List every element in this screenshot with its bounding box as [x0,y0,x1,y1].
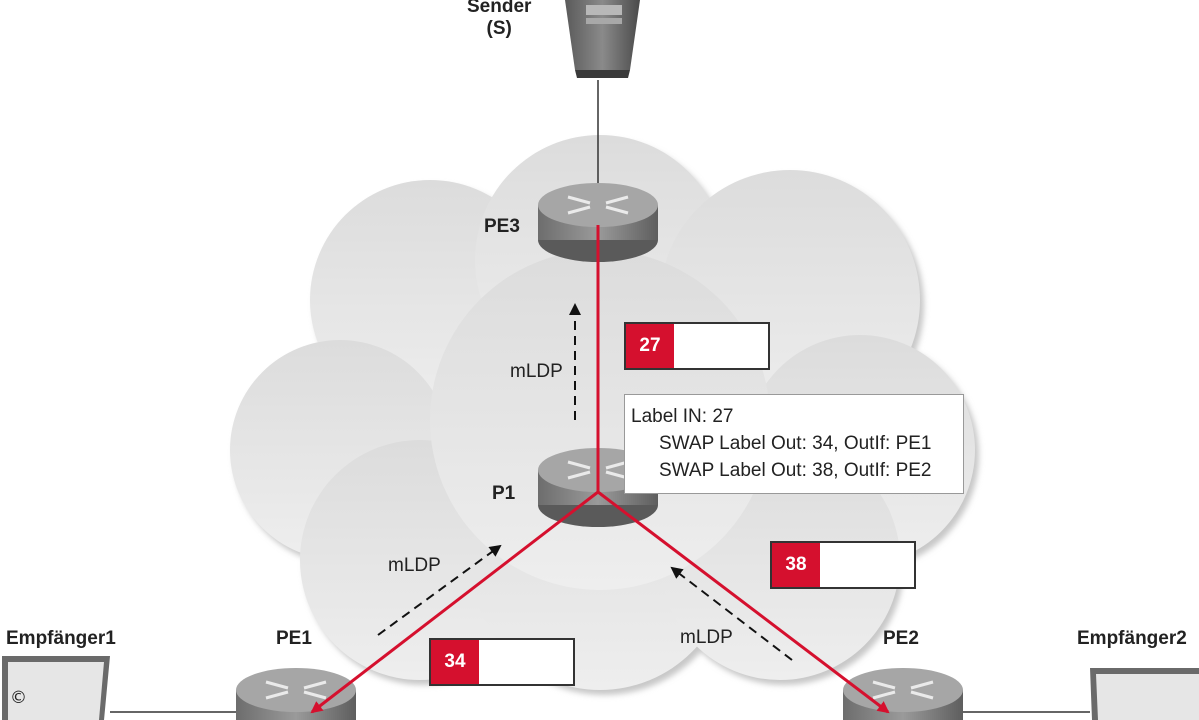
mpls-label-38: 38 [770,541,916,589]
label-in-line: Label IN: 27 [631,406,734,427]
mpls-label-27: 27 [624,322,770,370]
sender-name: Sender [467,0,532,17]
mldp-label-right: mLDP [680,627,733,648]
p1-label: P1 [492,483,516,504]
sender-sub: (S) [486,18,512,39]
mldp-label-top: mLDP [510,361,563,382]
label-value: 38 [772,543,820,587]
forwarding-table-box: Label IN: 27 SWAP Label Out: 34, OutIf: … [624,394,964,494]
mldp-label-left: mLDP [388,555,441,576]
pe3-label: PE3 [484,216,520,237]
copyright-mark: © [10,688,27,708]
laptop-receiver2-icon [1090,668,1199,720]
pe2-label: PE2 [883,628,919,649]
router-pe1-icon [236,668,356,720]
swap-pe2-line: SWAP Label Out: 38, OutIf: PE2 [659,460,932,481]
sender-label: Sender (S) [467,0,531,40]
laptop-receiver1-icon [2,656,110,720]
server-icon [565,0,640,78]
receiver2-label: Empfänger2 [1077,628,1187,649]
multicast-path [310,225,890,714]
network-cloud [230,135,979,695]
label-value: 34 [431,640,479,684]
swap-pe1-line: SWAP Label Out: 34, OutIf: PE1 [659,433,932,454]
mpls-label-34: 34 [429,638,575,686]
router-pe2-icon [843,668,963,720]
label-value: 27 [626,324,674,368]
pe1-label: PE1 [276,628,312,649]
mldp-arrows [377,303,793,661]
receiver1-label: Empfänger1 [6,628,116,649]
